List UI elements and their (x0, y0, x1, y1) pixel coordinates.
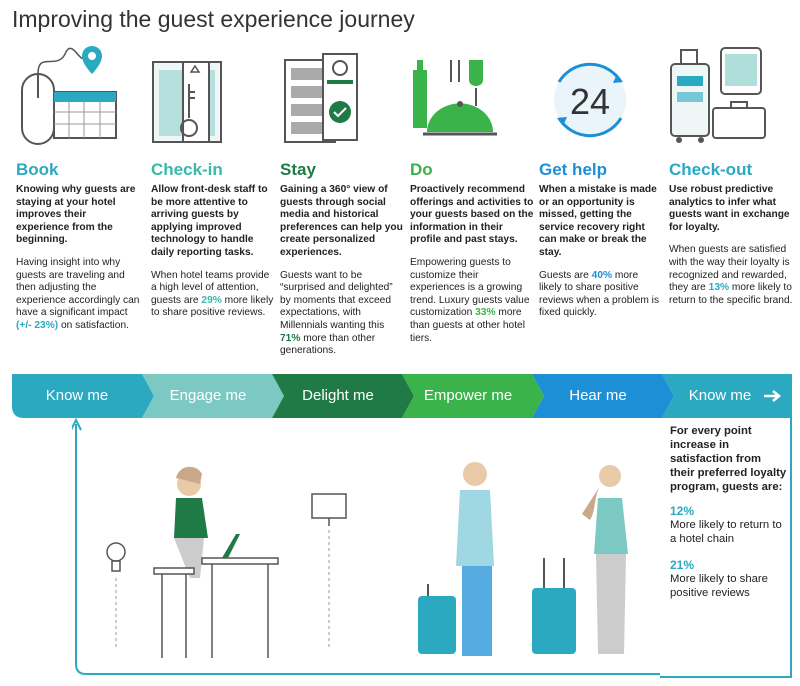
step-book: Book Knowing why guests are staying at y… (16, 160, 140, 333)
step-body: Empowering guests to customize their exp… (410, 256, 530, 344)
journey-label: Know me (688, 387, 752, 404)
step-lead: Use robust predictive analytics to infer… (669, 184, 790, 233)
step-body: When guests are satisfied with the way t… (669, 244, 793, 306)
step-get-help: Get help When a mistake is made or an op… (539, 160, 663, 320)
journey-loop-illustration (72, 418, 660, 675)
journey-segment-delight-me (272, 374, 414, 418)
step-stay: Stay Gaining a 360° view of guests throu… (280, 160, 404, 358)
step-body: Having insight into why guests are trave… (16, 256, 140, 331)
journey-label: Hear me (569, 387, 627, 404)
step-check-in: Check-in Allow front-desk staff to be mo… (151, 160, 275, 320)
step-lead: Gaining a 360° view of guests through so… (280, 184, 403, 258)
step-lead: Knowing why guests are staying at your h… (16, 184, 136, 246)
journey-segment-empower-me (402, 374, 544, 418)
step-heading: Do (410, 160, 433, 179)
monitor-icon (311, 493, 347, 648)
step-body: Guests are 40% more likely to share posi… (539, 269, 660, 319)
arrow-right-icon (764, 390, 781, 402)
journey-label: Engage me (169, 387, 247, 404)
step-lead: When a mistake is made or an opportunity… (539, 184, 657, 258)
journey-label: Know me (45, 387, 109, 404)
loyalty-stat-value: 12% (670, 504, 695, 518)
step-check-out: Check-out Use robust predictive analytic… (669, 160, 793, 307)
step-body: Guests want to be “surprised and delight… (280, 269, 393, 357)
loyalty-panel (660, 418, 792, 678)
step-heading: Stay (280, 160, 316, 179)
journey-band (12, 374, 792, 418)
room-key-icon (152, 61, 222, 143)
step-body: When hotel teams provide a high level of… (151, 269, 274, 319)
step-do: Do Proactively recommend offerings and a… (410, 160, 534, 345)
loyalty-stat-label: More likely to share positive reviews (670, 573, 768, 599)
loyalty-stat-label: More likely to return to a hotel chain (670, 519, 782, 545)
step-heading: Check-out (669, 160, 753, 179)
travelers-with-luggage-figure (418, 462, 628, 656)
computer-mouse-calendar-pin-icon (21, 46, 117, 145)
svg-text:24: 24 (570, 81, 610, 122)
journey-segment-engage-me (142, 374, 284, 418)
step-heading: Check-in (151, 160, 223, 179)
woman-with-laptop-figure (153, 466, 279, 658)
loyalty-stats: For every point increase in satisfaction… (670, 424, 788, 600)
journey-segment-hear-me (532, 374, 674, 418)
step-heading: Get help (539, 160, 608, 179)
page-title: Improving the guest experience journey (12, 6, 415, 32)
journey-label: Delight me (302, 387, 374, 404)
journey-segment-know-me (12, 374, 154, 418)
loyalty-intro: For every point increase in satisfaction… (670, 425, 787, 493)
loyalty-stat-value: 21% (670, 558, 695, 572)
journey-label: Empower me (423, 387, 513, 404)
step-heading: Book (16, 160, 59, 179)
door-hanger-icon (284, 53, 358, 143)
24-hour-support-icon: 24 (554, 62, 626, 138)
light-bulb-icon (106, 542, 126, 648)
dining-cloche-icon (413, 60, 497, 136)
step-lead: Allow front-desk staff to be more attent… (151, 184, 268, 258)
luggage-phone-icon (670, 47, 766, 143)
step-lead: Proactively recommend offerings and acti… (410, 184, 534, 246)
journey-segment-know-me-return (662, 374, 792, 418)
